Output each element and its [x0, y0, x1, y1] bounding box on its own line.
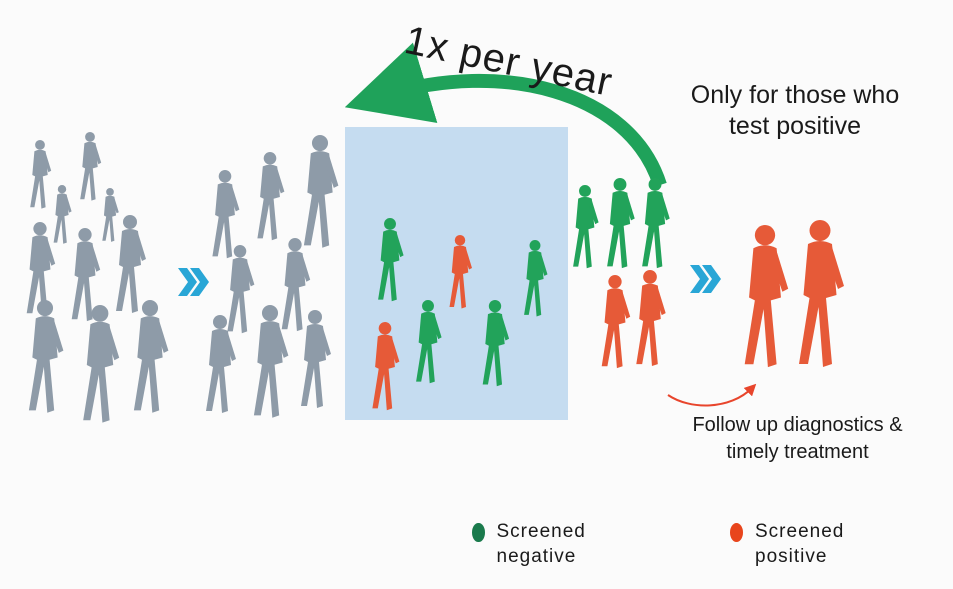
person-population-icon: [30, 140, 52, 209]
person-positive-icon: [744, 225, 789, 368]
legend-label: Screened negative: [496, 521, 586, 567]
person-positive-icon: [372, 322, 400, 411]
negative-dot-icon: [472, 523, 485, 542]
person-population-icon: [253, 305, 289, 418]
person-population-icon: [71, 228, 101, 322]
person-negative-icon: [416, 300, 442, 384]
person-population-icon: [116, 215, 146, 313]
person-population-icon: [257, 152, 285, 241]
person-positive-icon: [799, 220, 844, 367]
follow-up-label: Follow up diagnostics & timely treatment: [692, 414, 903, 463]
chevron-icon: [690, 265, 721, 293]
follow-up-arrow: [667, 383, 757, 407]
positive-dot-icon: [730, 523, 743, 542]
person-population-icon: [206, 315, 236, 413]
person-population-icon: [102, 188, 119, 242]
person-population-icon: [28, 300, 64, 413]
person-population-icon: [227, 245, 255, 334]
person-negative-icon: [378, 218, 404, 302]
person-negative-icon: [573, 185, 599, 269]
chevron-icon: [178, 268, 209, 296]
person-population-icon: [133, 300, 169, 413]
person-population-icon: [83, 305, 120, 423]
person-population-icon: [212, 170, 240, 259]
person-population-icon: [281, 238, 311, 332]
person-population-icon: [53, 185, 72, 244]
annual-repeat-arrow: [344, 42, 667, 188]
legend-positive: Screened positive: [730, 519, 870, 569]
legend-negative: Screened negative: [472, 519, 612, 569]
legend-label: Screened positive: [755, 521, 845, 567]
person-population-icon: [301, 310, 331, 408]
person-population-icon: [80, 132, 102, 201]
positive-only-label: Only for those who test positive: [690, 81, 900, 140]
person-positive-icon: [636, 270, 666, 367]
person-negative-icon: [642, 178, 670, 269]
person-negative-icon: [524, 240, 548, 317]
person-positive-icon: [601, 275, 631, 369]
person-positive-icon: [449, 235, 472, 309]
person-negative-icon: [607, 178, 635, 269]
person-population-icon: [303, 135, 339, 248]
person-negative-icon: [482, 300, 510, 387]
person-population-icon: [26, 222, 56, 316]
